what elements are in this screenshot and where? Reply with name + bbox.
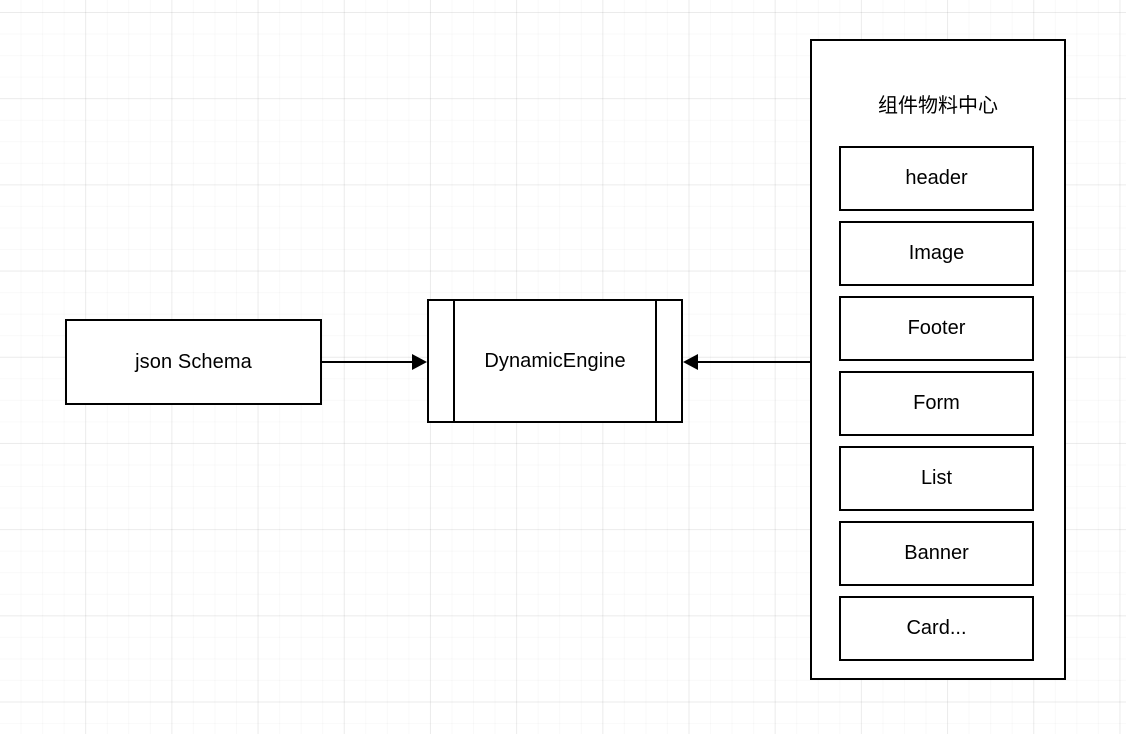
node-json-schema[interactable]: json Schema (65, 319, 322, 405)
node-dynamic-engine[interactable]: DynamicEngine (427, 299, 683, 423)
material-item[interactable]: Form (839, 371, 1034, 436)
material-item-label: header (905, 167, 968, 189)
panel-material-center[interactable]: 组件物料中心 header Image Footer Form List Ban… (810, 39, 1066, 680)
material-item-label: List (920, 467, 953, 489)
node-dynamic-engine-left-rail (453, 299, 455, 423)
material-item[interactable]: Image (839, 221, 1034, 286)
material-item[interactable]: Footer (839, 296, 1034, 361)
node-dynamic-engine-right-rail (655, 299, 657, 423)
connector-schema-to-engine (322, 361, 414, 363)
material-item-label: Image (908, 242, 965, 264)
node-dynamic-engine-label: DynamicEngine (484, 350, 626, 372)
material-item[interactable]: Banner (839, 521, 1034, 586)
material-item[interactable]: Card... (839, 596, 1034, 661)
node-json-schema-label: json Schema (135, 351, 252, 373)
material-item-label: Footer (907, 317, 966, 339)
material-item[interactable]: header (839, 146, 1034, 211)
material-item[interactable]: List (839, 446, 1034, 511)
material-item-list: header Image Footer Form List Banner Car… (839, 146, 1034, 661)
arrow-left-icon (683, 354, 698, 370)
material-item-label: Banner (904, 542, 969, 564)
panel-material-center-title: 组件物料中心 (878, 95, 998, 117)
material-item-label: Form (913, 392, 960, 414)
connector-material-center-to-engine (698, 361, 810, 363)
arrow-right-icon (412, 354, 427, 370)
material-item-label: Card... (906, 617, 967, 639)
